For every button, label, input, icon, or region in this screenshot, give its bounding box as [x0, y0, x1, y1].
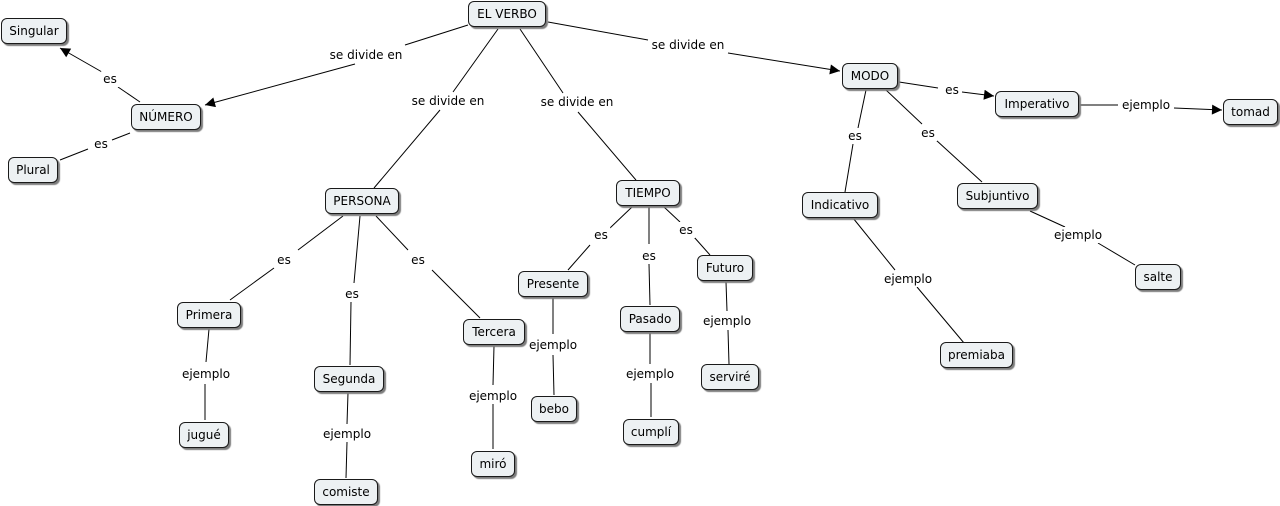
link-verbo-modo: se divide en [649, 37, 727, 53]
line-futuro-servire-b [727, 329, 730, 365]
link-tiempo-futuro: es [677, 222, 695, 238]
link-presente-bebo: ejemplo [526, 337, 580, 353]
link-persona-segunda: es [343, 286, 361, 302]
line-futuro-servire-a [725, 281, 728, 312]
concept-jugue[interactable]: jugué [179, 422, 229, 448]
line-indicativo-premiaba-a [852, 217, 896, 271]
line-verbo-numero-b [204, 63, 356, 108]
line-persona-tercera-b [431, 269, 481, 319]
link-modo-indicativo: es [846, 128, 864, 144]
line-tiempo-presente-a [609, 206, 633, 229]
link-persona-primera: es [275, 252, 293, 268]
concept-cumpli[interactable]: cumplí [623, 419, 679, 445]
line-verbo-numero-a [404, 24, 469, 46]
line-segunda-comiste-a [346, 392, 349, 425]
line-numero-plural-a [111, 132, 131, 141]
concept-segunda[interactable]: Segunda [314, 366, 384, 392]
line-tercera-miro-a [492, 345, 495, 386]
line-modo-subjuntivo-b [935, 139, 983, 183]
line-persona-tercera-a [375, 215, 409, 251]
line-verbo-tiempo-b [577, 111, 637, 181]
link-subjuntivo-salte: ejemplo [1051, 227, 1105, 243]
link-verbo-persona: se divide en [409, 93, 487, 109]
link-verbo-numero: se divide en [327, 47, 405, 63]
line-modo-imperativo-b [961, 89, 995, 100]
concept-comiste[interactable]: comiste [314, 479, 378, 505]
concept-servire[interactable]: serviré [701, 364, 759, 390]
line-numero-plural-b [59, 148, 89, 161]
link-tiempo-pasado: es [640, 248, 658, 264]
concept-modo[interactable]: MODO [842, 63, 898, 89]
line-persona-primera-b [229, 267, 275, 301]
concept-bebo[interactable]: bebo [531, 396, 577, 422]
concept-miro[interactable]: miró [471, 451, 515, 477]
line-modo-indicativo-b [844, 143, 854, 193]
link-modo-imperativo: es [943, 82, 961, 98]
line-subjuntivo-salte-a [1029, 210, 1066, 228]
line-numero-singular-a [117, 86, 141, 103]
line-verbo-persona-a [452, 28, 499, 93]
concept-presente[interactable]: Presente [518, 271, 588, 297]
link-indicativo-premiaba: ejemplo [881, 271, 935, 287]
line-tiempo-presente-b [567, 244, 591, 271]
link-futuro-servire: ejemplo [700, 313, 754, 329]
line-presente-bebo-b [552, 354, 555, 396]
line-segunda-comiste-b [345, 441, 348, 479]
line-verbo-persona-b [373, 109, 441, 189]
link-segunda-comiste: ejemplo [320, 426, 374, 442]
link-numero-plural: es [92, 136, 110, 152]
link-persona-tercera: es [409, 252, 427, 268]
line-verbo-modo-b [727, 52, 841, 75]
link-modo-subjuntivo: es [919, 125, 937, 141]
line-persona-segunda-a [353, 215, 361, 284]
line-indicativo-premiaba-b [916, 286, 965, 344]
concept-el-verbo[interactable]: EL VERBO [468, 1, 546, 27]
line-verbo-tiempo-a [519, 28, 564, 94]
link-tercera-miro: ejemplo [466, 388, 520, 404]
concept-futuro[interactable]: Futuro [697, 255, 753, 281]
line-persona-primera-a [297, 215, 344, 251]
concept-singular[interactable]: Singular [1, 18, 67, 44]
concept-imperativo[interactable]: Imperativo [995, 91, 1079, 117]
concept-indicativo[interactable]: Indicativo [802, 192, 878, 218]
concept-tomad[interactable]: tomad [1223, 99, 1278, 125]
line-modo-indicativo-a [857, 89, 867, 129]
link-imperativo-tomad: ejemplo [1119, 97, 1173, 113]
link-tiempo-presente: es [592, 227, 610, 243]
line-modo-subjuntivo-a [885, 89, 923, 125]
concept-pasado[interactable]: Pasado [620, 306, 680, 332]
link-primera-jugue: ejemplo [179, 366, 233, 382]
concept-tiempo[interactable]: TIEMPO [616, 180, 680, 206]
link-verbo-tiempo: se divide en [538, 94, 616, 110]
concept-plural[interactable]: Plural [8, 157, 58, 183]
concept-persona[interactable]: PERSONA [325, 188, 399, 214]
link-numero-singular: es [101, 71, 119, 87]
concept-numero[interactable]: NÚMERO [131, 104, 201, 130]
line-numero-singular-b [59, 47, 103, 73]
concept-subjuntivo[interactable]: Subjuntivo [957, 183, 1038, 209]
line-persona-segunda-b [349, 301, 352, 366]
concept-premiaba[interactable]: premiaba [940, 342, 1013, 368]
line-verbo-modo-a [547, 21, 649, 41]
concept-primera[interactable]: Primera [177, 302, 241, 328]
line-tiempo-futuro-a [663, 206, 681, 223]
link-pasado-cumpli: ejemplo [623, 366, 677, 382]
concept-tercera[interactable]: Tercera [463, 319, 525, 345]
line-subjuntivo-salte-b [1097, 242, 1136, 266]
line-primera-jugue-a [205, 328, 210, 363]
line-imperativo-tomad-b [1173, 104, 1223, 115]
concept-salte[interactable]: salte [1135, 264, 1181, 290]
line-tiempo-pasado-b [648, 263, 651, 306]
line-modo-imperativo-a [898, 81, 939, 89]
line-tiempo-futuro-b [693, 236, 711, 256]
